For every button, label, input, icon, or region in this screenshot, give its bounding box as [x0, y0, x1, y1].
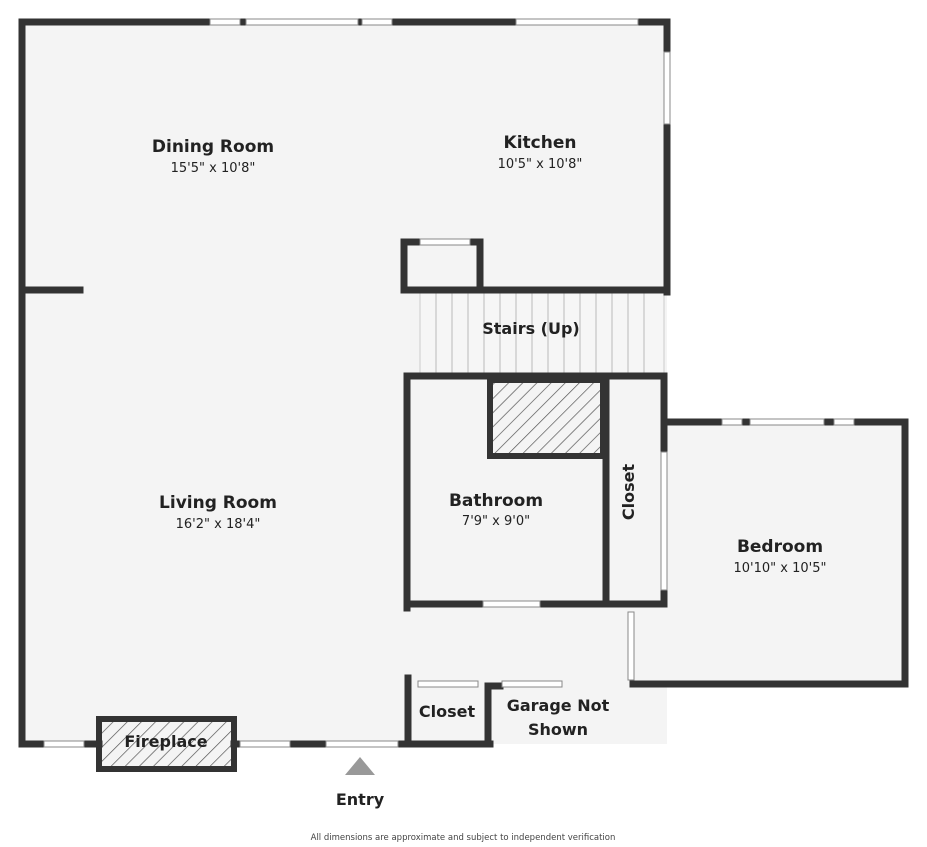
entry-arrow-icon [345, 757, 375, 775]
dining-room-name: Dining Room [152, 137, 274, 157]
bath-shaft-hatch [487, 377, 606, 459]
bedroom-dims: 10'10" x 10'5" [734, 561, 827, 576]
closet-small-label: Closet [419, 702, 476, 721]
kitchen-dims: 10'5" x 10'8" [498, 157, 583, 172]
bathroom-dims: 7'9" x 9'0" [462, 514, 530, 529]
stairs [419, 291, 665, 375]
closet-vertical-label: Closet [619, 464, 638, 521]
windows [43, 18, 855, 748]
fireplace-label: Fireplace [124, 732, 207, 751]
fireplace-hatch [96, 716, 237, 772]
footnote: All dimensions are approximate and subje… [311, 833, 616, 843]
garage-label-line2: Shown [528, 720, 588, 739]
living-room-name: Living Room [159, 493, 277, 513]
entry-door [325, 740, 399, 748]
stairs-label: Stairs (Up) [482, 319, 580, 338]
living-room-dims: 16'2" x 18'4" [176, 517, 261, 532]
floor-fill [22, 22, 905, 744]
dining-room-dims: 15'5" x 10'8" [171, 161, 256, 176]
entry-label: Entry [336, 790, 385, 809]
bathroom-name: Bathroom [449, 491, 543, 511]
kitchen-name: Kitchen [504, 133, 577, 153]
garage-label-line1: Garage Not [507, 696, 610, 715]
bedroom-name: Bedroom [737, 537, 823, 557]
